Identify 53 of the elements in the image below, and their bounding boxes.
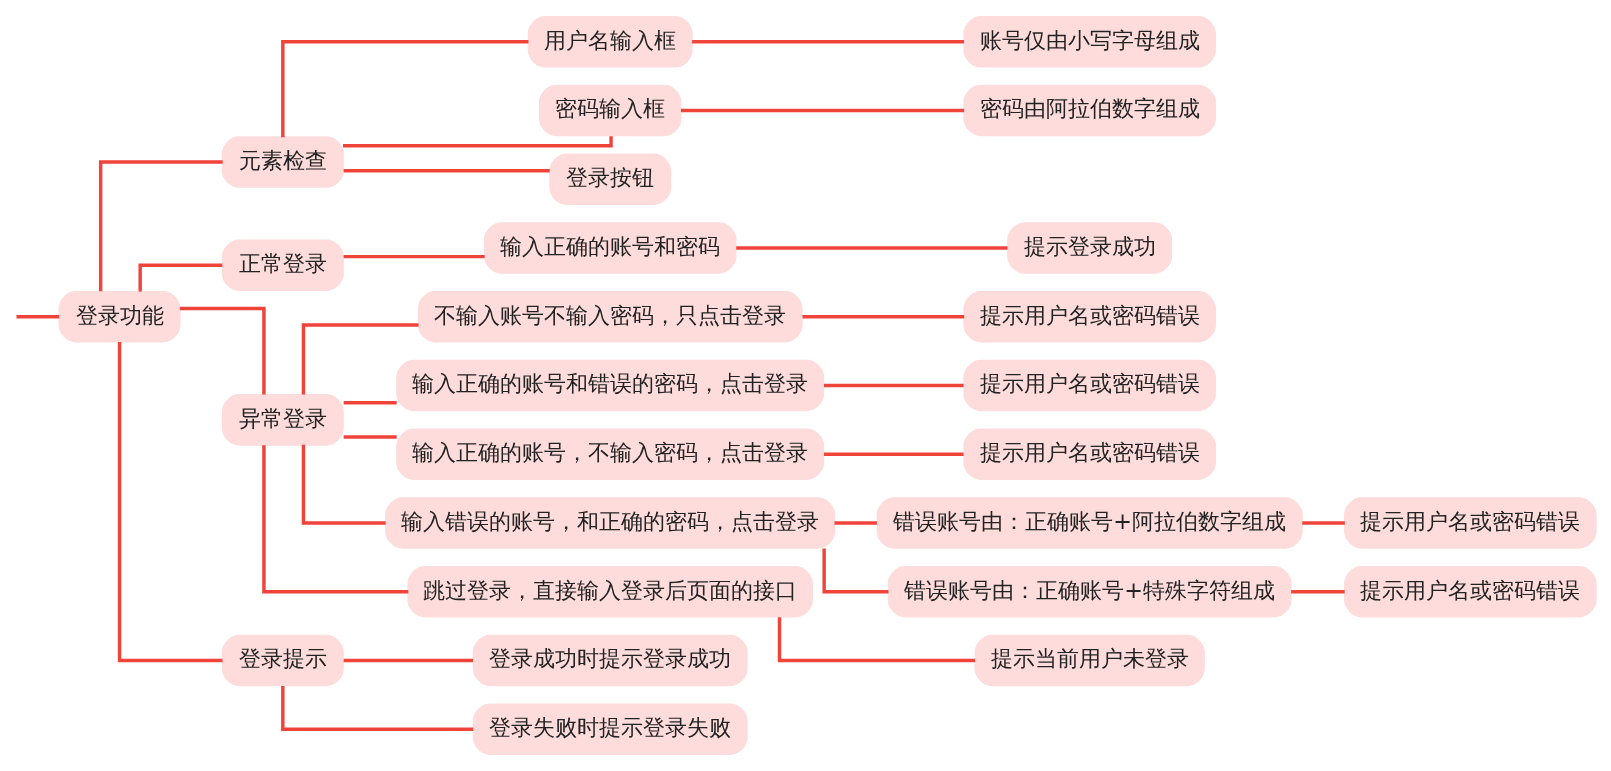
node-box: 密码由阿拉伯数字组成	[963, 84, 1216, 137]
node-box: 登录失败时提示登录失败	[472, 703, 748, 755]
connector	[281, 40, 529, 138]
node-box: 异常登录	[221, 394, 344, 446]
connector	[262, 445, 409, 594]
node-box: 提示用户名或密码错误	[963, 428, 1216, 481]
connector	[343, 658, 474, 663]
connector	[834, 521, 877, 525]
connector	[98, 160, 223, 292]
node-box: 登录提示	[221, 634, 344, 687]
node-box: 提示登录成功	[1007, 222, 1173, 274]
connector	[16, 315, 60, 319]
connector	[179, 306, 266, 395]
connector	[343, 168, 550, 173]
connector	[1291, 590, 1345, 594]
connector	[343, 136, 613, 148]
node-box: 输入正确的账号和密码	[483, 222, 737, 274]
connector	[777, 617, 976, 663]
connector	[824, 452, 964, 456]
node-box: 正常登录	[221, 239, 344, 291]
connector	[802, 315, 965, 319]
connector	[822, 548, 889, 594]
node-box: 密码输入框	[538, 84, 682, 137]
node-box: 输入正确的账号，不输入密码，点击登录	[396, 428, 825, 481]
node-box: 输入错误的账号，和正确的密码，点击登录	[385, 497, 836, 549]
connector	[1302, 521, 1345, 525]
node-box: 登录功能	[58, 290, 181, 343]
node-box: 元素检查	[221, 136, 344, 188]
node-box: 不输入账号不输入密码，只点击登录	[417, 290, 803, 343]
connector	[343, 435, 397, 439]
connector	[117, 342, 223, 663]
connector	[343, 254, 485, 259]
node-box: 提示当前用户未登录	[974, 634, 1205, 687]
node-box: 登录成功时提示登录成功	[472, 634, 748, 687]
node-box: 提示用户名或密码错误	[1344, 565, 1597, 618]
connector	[301, 444, 386, 525]
connector	[824, 383, 964, 388]
node-box: 用户名输入框	[527, 16, 693, 68]
connector	[281, 686, 474, 731]
node-box: 错误账号由：正确账号+阿拉伯数字组成	[876, 497, 1303, 549]
node-box: 输入正确的账号和错误的密码，点击登录	[396, 359, 825, 412]
node-box: 提示用户名或密码错误	[963, 290, 1216, 343]
node-box: 登录按钮	[549, 153, 672, 206]
node-box: 跳过登录，直接输入登录后页面的接口	[407, 565, 813, 618]
connector	[680, 108, 965, 113]
node-box: 提示用户名或密码错误	[963, 359, 1216, 412]
node-box: 提示用户名或密码错误	[1344, 497, 1597, 549]
connector	[692, 40, 964, 44]
connector	[301, 323, 419, 395]
connector	[736, 246, 1008, 250]
node-box: 错误账号由：正确账号+特殊字符组成	[887, 565, 1292, 618]
connector	[343, 400, 397, 405]
node-box: 账号仅由小写字母组成	[963, 16, 1216, 68]
